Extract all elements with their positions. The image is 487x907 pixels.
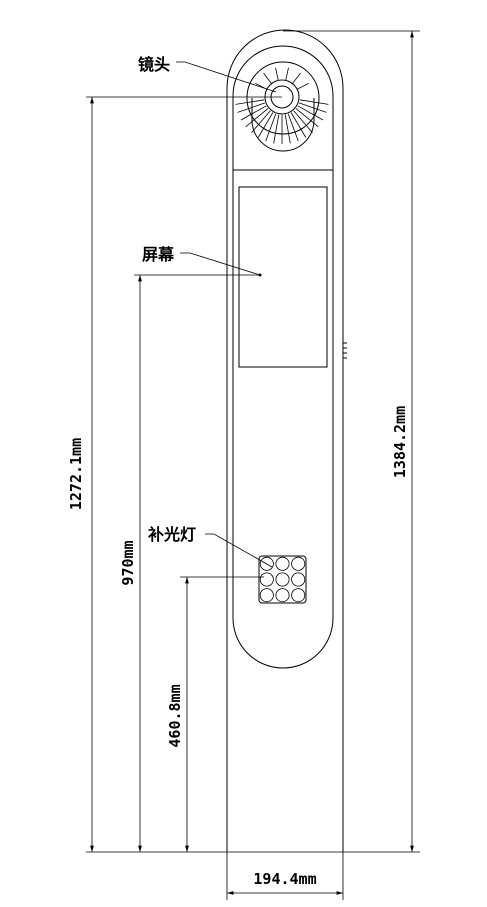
lens-ray <box>295 108 319 128</box>
lens-ray <box>299 99 329 105</box>
lens-label: 镜头 <box>138 55 170 74</box>
led-cell <box>259 588 274 603</box>
lens-ring-spoke <box>292 73 301 84</box>
screen-height-dim-text: 970mm <box>119 540 137 585</box>
led-cell <box>291 572 306 587</box>
fill-light-leader <box>205 533 273 568</box>
lens-ray <box>297 105 324 121</box>
screen-label: 屏幕 <box>142 245 175 264</box>
fill-light-leds <box>259 556 306 603</box>
lens-ray <box>284 114 291 144</box>
led-cell <box>291 588 306 603</box>
lens-ray <box>293 110 313 133</box>
led-cell <box>259 572 274 587</box>
lens-ray <box>273 114 280 144</box>
lens-ray <box>265 113 277 142</box>
lens-ring-spoke <box>285 67 289 81</box>
led-cell <box>291 556 306 571</box>
device-outer-outline <box>226 29 344 852</box>
lens-ray <box>235 99 265 105</box>
screen-panel <box>238 186 328 368</box>
led-cell <box>275 556 290 571</box>
led-cell <box>275 588 290 603</box>
led-cell <box>259 556 274 571</box>
total-height-dim-text: 1384.2mm <box>391 406 409 478</box>
fill-light-label: 补光灯 <box>147 525 196 544</box>
lens-ray <box>287 113 299 142</box>
device-inner-outline <box>232 169 334 669</box>
width-dim-text: 194.4mm <box>253 870 316 888</box>
lens-ring-spoke <box>296 83 309 90</box>
lens-ray <box>298 102 327 113</box>
fill-light-panel <box>258 555 307 604</box>
screen-leader <box>180 252 261 276</box>
lens-ray <box>237 102 266 113</box>
lens-housing <box>246 61 320 135</box>
lens-ray <box>245 108 269 128</box>
lens-height-dim-text: 1272.1mm <box>67 438 85 510</box>
side-buttons <box>343 342 347 359</box>
led-cell <box>275 572 290 587</box>
lens-leader <box>176 61 277 93</box>
lens-ray <box>290 112 307 138</box>
lens-ray <box>240 105 267 121</box>
lens-ray <box>257 112 274 138</box>
lens-rays <box>235 67 329 144</box>
lens-assembly <box>235 61 329 152</box>
camera-head-outline <box>232 45 334 170</box>
lens-ring-spoke <box>275 67 279 81</box>
light-height-dim-text: 460.8mm <box>166 684 184 747</box>
lens-ring-spoke <box>263 73 272 84</box>
lens-ray <box>251 110 271 133</box>
lens-fan-shell <box>251 98 315 152</box>
